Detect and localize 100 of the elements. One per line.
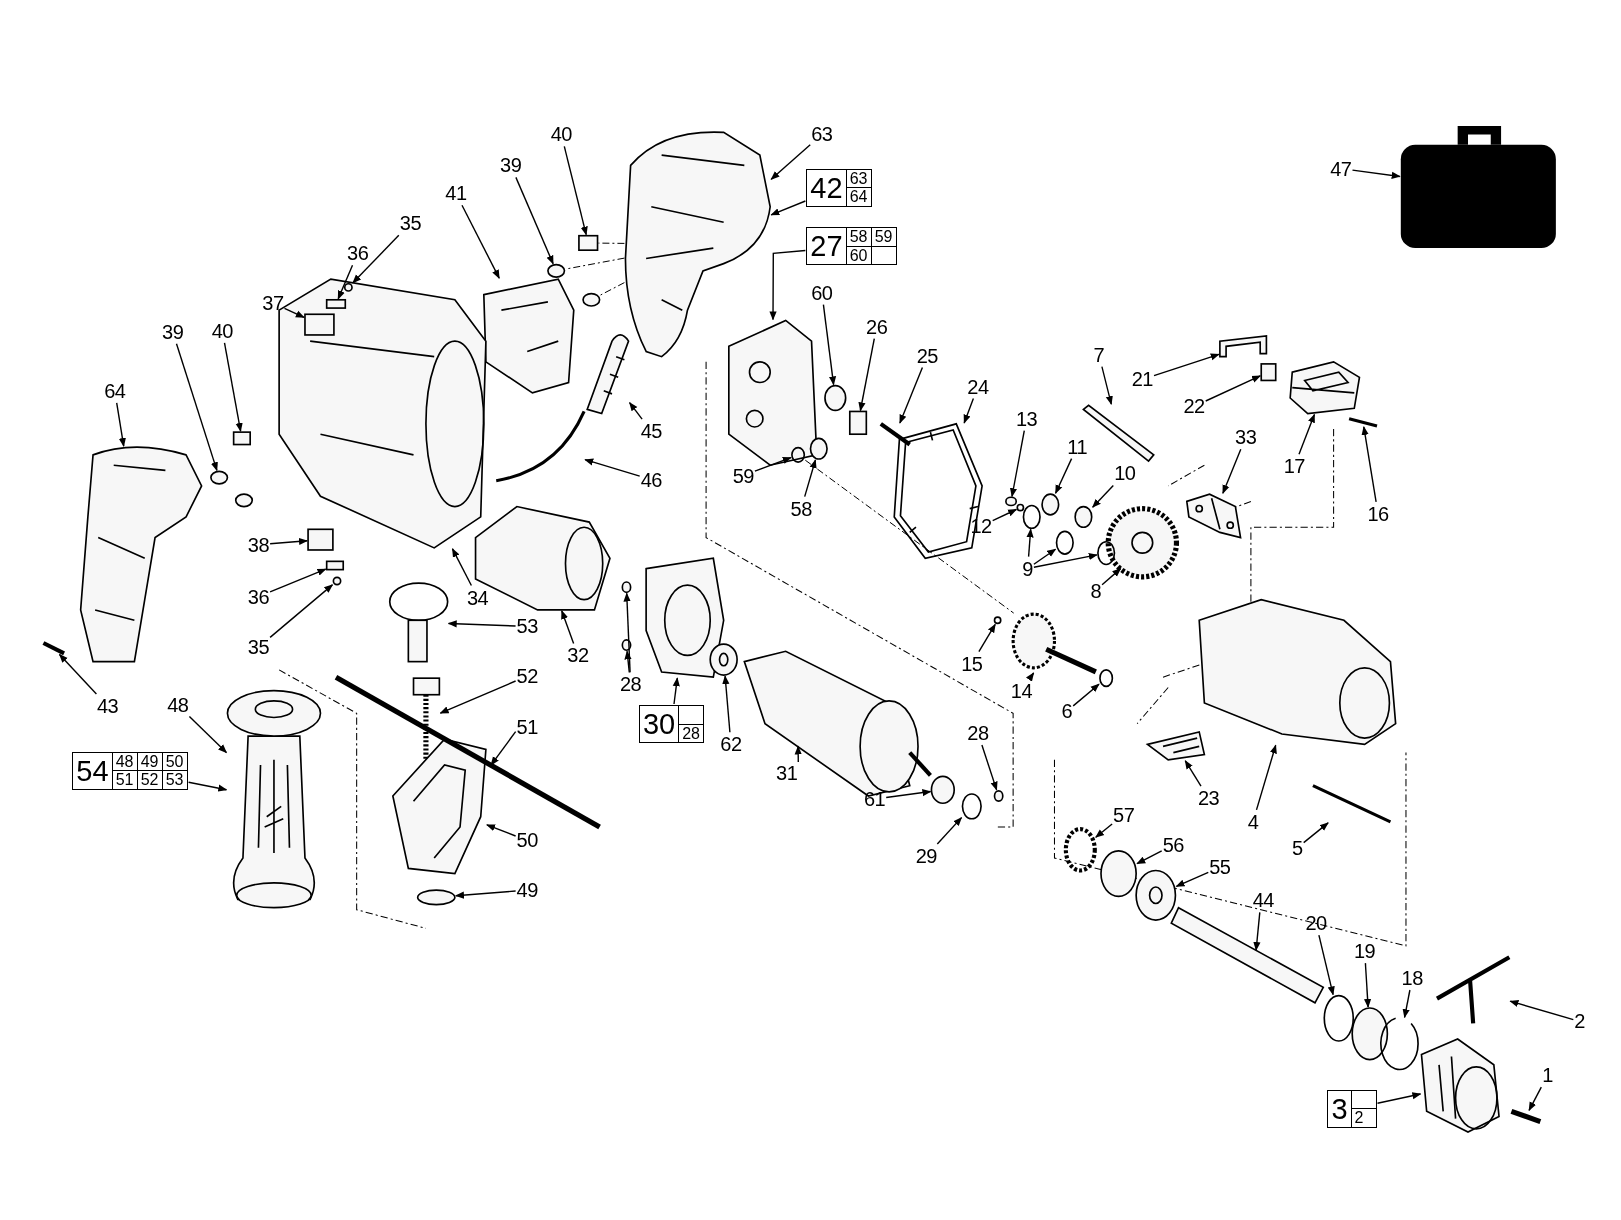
callout-number: 18 [1401,966,1423,989]
callout-number: 45 [640,420,662,443]
pin-drawing [993,790,1004,803]
ball-drawing [1016,503,1025,512]
leader-line [584,458,641,477]
gear-drawing [1105,506,1180,580]
leader-line [1184,760,1202,787]
bearing-drawing [709,643,738,676]
leader-line [623,592,631,674]
clip-drawing [1145,730,1206,761]
part-number: 51 [112,771,138,789]
screw-drawing [879,422,911,447]
callout-number: 19 [1354,940,1376,963]
callout-number: 23 [1197,787,1220,810]
leader-line [722,675,731,733]
chuck-drawing [1420,1038,1500,1133]
part-number: 48 [112,752,138,772]
callout-number: 5 [1292,836,1303,859]
callout-number: 43 [96,695,119,718]
callout-number: 40 [550,123,572,146]
kit-number: 3 [1328,1090,1352,1127]
leader-line [223,342,243,432]
leader-line [770,144,811,180]
brush-cap-drawing [582,292,601,307]
leader-line [58,653,98,695]
screw-drawing [42,641,66,656]
callout-number: 35 [247,636,270,659]
kit-number-table [1327,1089,1377,1128]
leader-line [283,307,305,319]
callout-number: 55 [1209,856,1231,879]
leader-line [1222,448,1242,495]
callout-number: 1 [1542,1064,1553,1087]
callout-number: 28 [620,673,642,696]
leader-line [1509,1000,1574,1021]
leader-line [486,824,517,837]
leader-line [461,204,500,279]
callout-number: 15 [961,652,983,675]
callout-number: 48 [167,694,189,717]
spindle-drawing [1170,906,1325,1004]
leader-line [1361,426,1377,503]
screw-drawing [1510,1108,1542,1125]
callout-number: 58 [790,497,812,520]
ring-drawing [1063,827,1097,873]
leader-line [628,401,643,420]
callout-number: 64 [104,379,126,402]
leader-line [1376,1092,1422,1104]
pin-drawing [1005,496,1018,507]
leader-line [447,620,517,628]
callout-number: 36 [247,585,270,608]
retaining-ring-drawing [1380,1017,1419,1071]
leader-line [1033,548,1057,565]
leader-line [794,745,802,763]
handle-half-drawing [79,446,203,663]
washer-drawing [1022,504,1041,530]
callout-number: 25 [916,344,938,367]
leader-line [672,677,680,705]
leader-line [1528,1086,1542,1112]
callout-number: 63 [811,123,833,146]
kit-number: 54 [73,752,113,789]
leader-line [1253,911,1261,951]
leader-line [116,402,126,447]
leader-line [992,508,1018,522]
part-number: 52 [137,771,163,789]
leader-line [439,680,517,714]
leader-line [1095,823,1113,838]
ring-drawing [1323,994,1355,1042]
brush-drawing [578,234,599,251]
leader-line [770,200,807,216]
screw-drawing [1312,784,1392,824]
part-number: 2 [1353,1109,1365,1127]
leader-line [822,303,837,386]
cord-guard-drawing [586,334,630,415]
leader-line [563,145,588,236]
callout-number: 32 [567,644,589,667]
leader-line [1101,365,1113,406]
leader-line [754,456,792,472]
leader-line [885,789,932,799]
leader-line [1009,430,1025,498]
callout-number: 33 [1235,426,1257,449]
kit-number: 27 [807,228,847,265]
callout-number: 39 [500,154,522,177]
callout-number: 24 [967,375,989,398]
leader-line [858,338,875,412]
callout-number: 38 [247,533,270,556]
washer-drawing [416,889,456,906]
leader-line [490,731,517,766]
brush-cap-drawing [547,263,566,278]
callout-number: 21 [1131,368,1153,391]
assembly-line [804,459,1015,614]
gear-plate-drawing [728,319,818,467]
brush-holder-drawing [307,528,334,551]
callout-number: 62 [720,733,742,756]
clutch-drawing [1074,505,1093,529]
clip-drawing [1260,363,1277,382]
leader-line [561,610,575,645]
kit-number-table [806,168,872,207]
callout-number: 13 [1015,407,1038,430]
part-number: 28 [681,724,701,743]
callout-number: 52 [516,665,538,688]
kit-number-table [806,227,897,266]
